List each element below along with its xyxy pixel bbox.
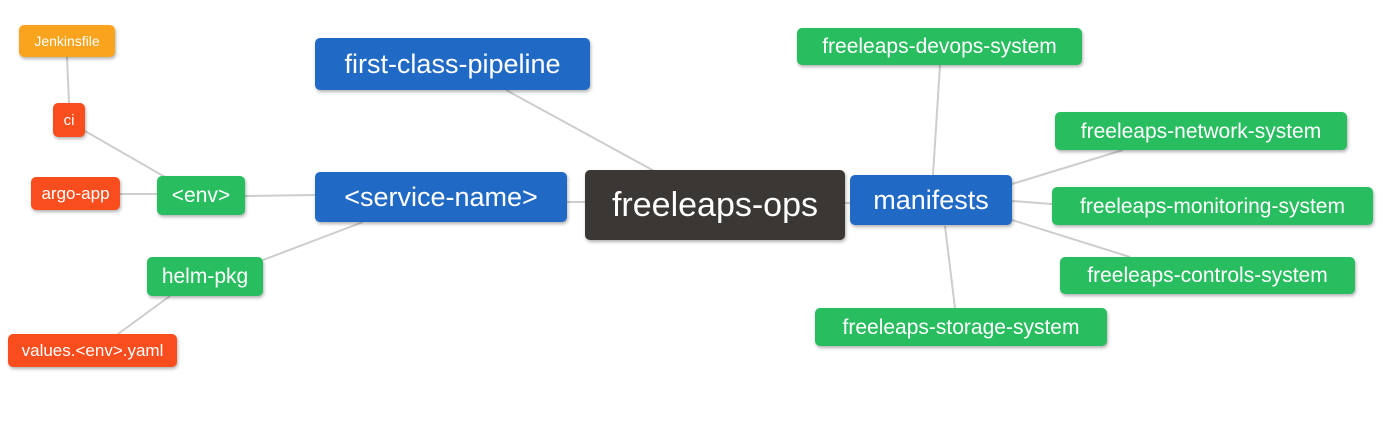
edge-manifests--freeleaps-storage-system — [944, 225, 956, 309]
edge-manifests--freeleaps-controls-system — [1011, 219, 1131, 258]
node-label-freeleaps-monitoring-system: freeleaps-monitoring-system — [1080, 194, 1345, 218]
node-helm-pkg[interactable]: helm-pkg — [147, 257, 263, 296]
node-freeleaps-monitoring-system[interactable]: freeleaps-monitoring-system — [1052, 187, 1373, 225]
node-label-ci: ci — [63, 111, 75, 129]
node-label-freeleaps-controls-system: freeleaps-controls-system — [1087, 264, 1328, 287]
node-freeleaps-controls-system[interactable]: freeleaps-controls-system — [1060, 257, 1355, 294]
node-label-env: <env> — [171, 184, 231, 207]
node-first-class-pipeline[interactable]: first-class-pipeline — [315, 38, 590, 90]
node-label-manifests: manifests — [873, 184, 989, 215]
edge-manifests--freeleaps-monitoring-system — [1011, 200, 1053, 205]
node-argo-app[interactable]: argo-app — [31, 177, 120, 210]
edge-env--service-name — [244, 194, 316, 197]
edge-manifests--freeleaps-network-system — [1011, 149, 1124, 185]
node-jenkinsfile[interactable]: Jenkinsfile — [19, 25, 115, 57]
node-label-freeleaps-devops-system: freeleaps-devops-system — [822, 35, 1057, 58]
node-label-freeleaps-storage-system: freeleaps-storage-system — [842, 315, 1080, 339]
node-label-freeleaps-ops: freeleaps-ops — [611, 186, 818, 224]
node-label-service-name: <service-name> — [344, 181, 538, 212]
edge-first-class-pipeline--freeleaps-ops — [505, 89, 657, 173]
node-freeleaps-devops-system[interactable]: freeleaps-devops-system — [797, 28, 1082, 65]
node-freeleaps-ops[interactable]: freeleaps-ops — [585, 170, 845, 240]
node-values-env-yaml[interactable]: values.<env>.yaml — [8, 334, 177, 367]
node-freeleaps-network-system[interactable]: freeleaps-network-system — [1055, 112, 1347, 150]
edge-service-name--helm-pkg — [262, 221, 364, 261]
edge-jenkinsfile--ci — [66, 56, 70, 104]
node-manifests[interactable]: manifests — [850, 175, 1012, 225]
node-label-jenkinsfile: Jenkinsfile — [34, 33, 100, 49]
edge-ci--env — [84, 130, 166, 178]
edge-freeleaps-devops-system--manifests — [932, 64, 941, 176]
node-label-first-class-pipeline: first-class-pipeline — [344, 48, 561, 79]
node-label-values-env-yaml: values.<env>.yaml — [21, 341, 164, 360]
node-ci[interactable]: ci — [53, 103, 85, 137]
edge-helm-pkg--values-env-yaml — [117, 295, 171, 335]
node-label-helm-pkg: helm-pkg — [161, 265, 249, 288]
node-env[interactable]: <env> — [157, 176, 245, 215]
node-label-freeleaps-network-system: freeleaps-network-system — [1080, 119, 1322, 143]
node-freeleaps-storage-system[interactable]: freeleaps-storage-system — [815, 308, 1107, 346]
node-service-name[interactable]: <service-name> — [315, 172, 567, 222]
node-label-argo-app: argo-app — [41, 184, 110, 203]
